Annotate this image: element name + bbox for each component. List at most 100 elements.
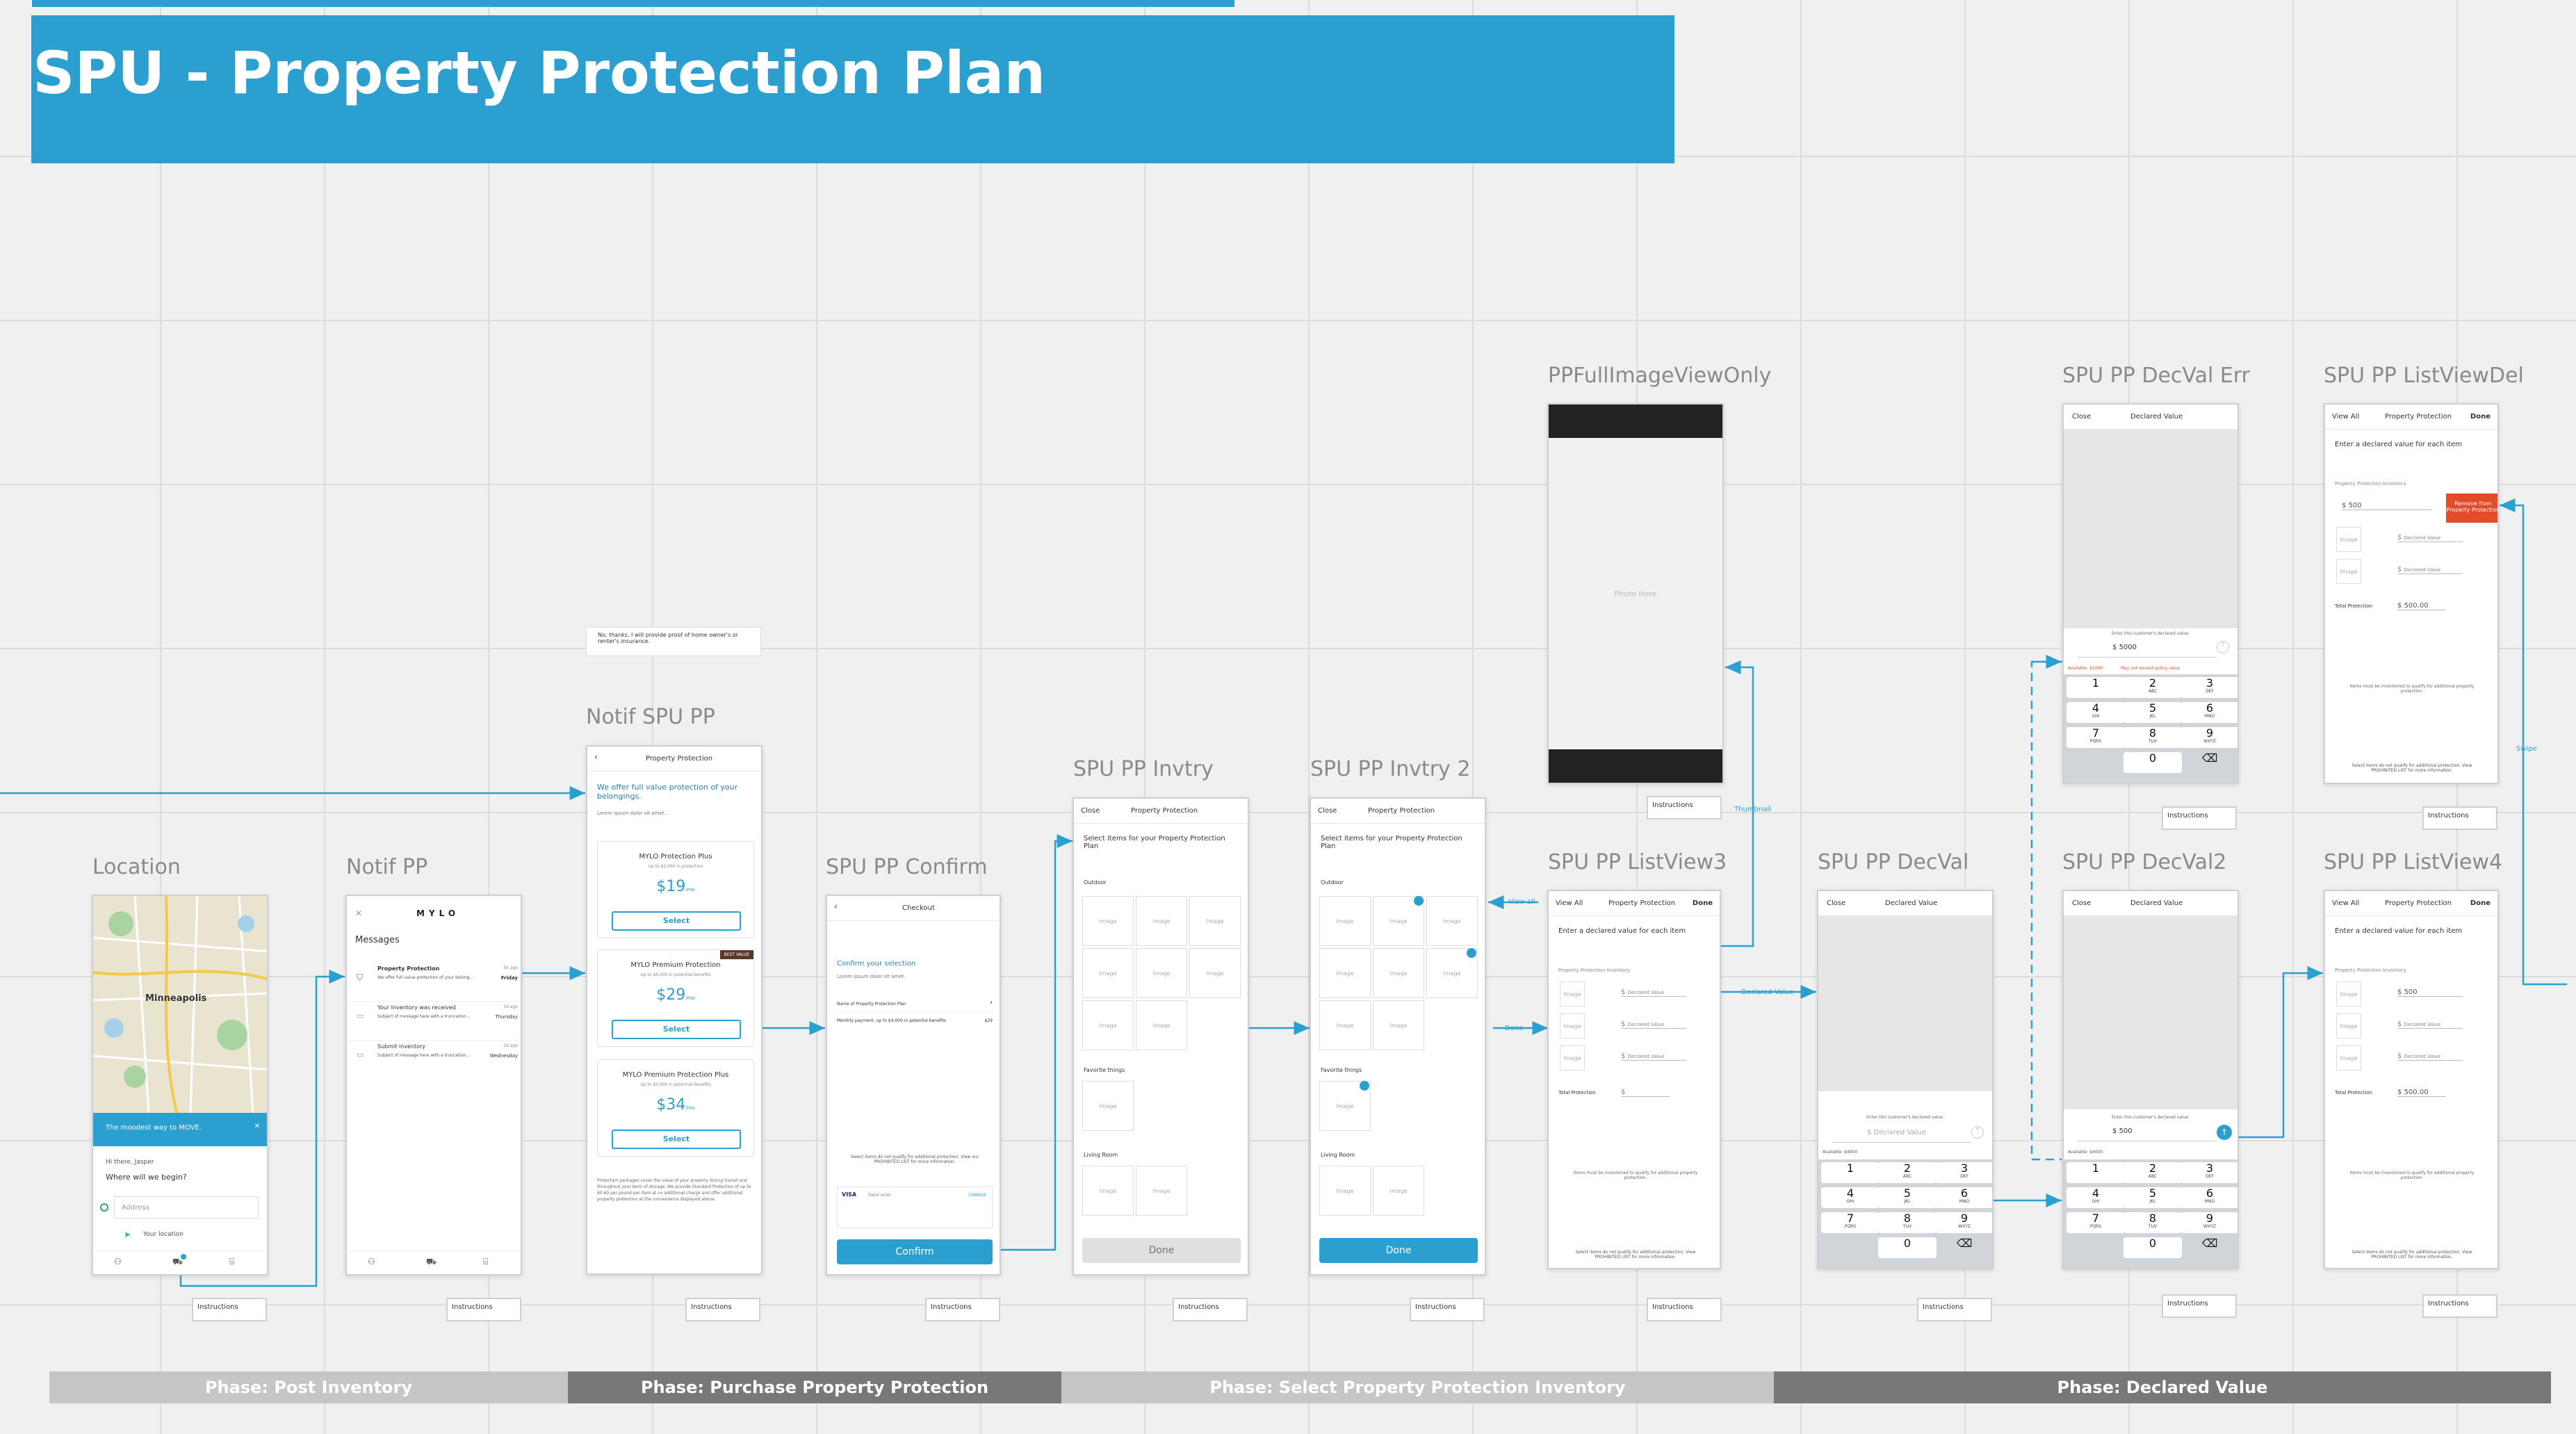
image-tile[interactable]: Image (1426, 896, 1478, 946)
payment-card[interactable]: VISA Debit ends CHANGE (837, 1187, 993, 1228)
submit-arrow-icon[interactable]: ↑ (2217, 1125, 2232, 1140)
your-location[interactable]: Your location (143, 1231, 184, 1238)
truck-icon[interactable]: ⛟ (426, 1257, 437, 1266)
person-icon[interactable]: ⚇ (368, 1257, 375, 1266)
declared-value-field[interactable]: $ Declared Value (1621, 1052, 1686, 1061)
back-icon[interactable]: ‹ (834, 902, 838, 911)
declared-value-field[interactable]: $ Declared Value (2397, 1020, 2463, 1029)
close-icon[interactable]: ✕ (355, 909, 363, 918)
image-thumb[interactable]: Image (1560, 1045, 1585, 1070)
image-tile[interactable]: Image (1319, 896, 1371, 946)
image-tile[interactable]: Image (1319, 948, 1371, 998)
image-tile[interactable]: Image (1136, 948, 1187, 998)
plan-row[interactable]: Name of Property Protection Plan › (837, 999, 993, 1013)
select-button[interactable]: Select (612, 1020, 741, 1039)
image-tile[interactable]: Image (1136, 1000, 1187, 1050)
keypad-key[interactable]: 1 (2066, 677, 2125, 698)
backspace-icon[interactable]: ⌫ (2201, 751, 2218, 765)
submit-arrow-icon[interactable]: ↑ (1971, 1126, 1984, 1139)
change-link[interactable]: CHANGE (968, 1193, 986, 1198)
keypad-key[interactable]: 1 (2066, 1162, 2125, 1183)
confirm-button[interactable]: Confirm (837, 1239, 993, 1264)
select-button[interactable]: Select (612, 1130, 741, 1149)
image-tile[interactable]: Image (1319, 1166, 1371, 1216)
image-tile[interactable]: Image (1136, 896, 1187, 946)
truck-icon[interactable]: ⛟ (172, 1257, 184, 1266)
declared-value-field[interactable]: $ Declared Value (2397, 566, 2463, 574)
image-thumb[interactable]: Image (2336, 1045, 2361, 1070)
done-link[interactable]: Done (1692, 899, 1713, 907)
keypad-key[interactable]: 0 (2123, 1237, 2182, 1258)
done-link[interactable]: Done (2470, 413, 2491, 421)
image-tile[interactable]: Image (1373, 948, 1424, 998)
address-input[interactable]: Address (114, 1196, 259, 1219)
close-link[interactable]: Close (1827, 899, 1846, 907)
keypad-key[interactable]: 1 (1821, 1162, 1880, 1183)
declared-value-field[interactable]: $ Declared Value (2397, 534, 2463, 542)
image-tile[interactable]: Image (1373, 1000, 1424, 1050)
declared-value-input[interactable]: $ 500 (2078, 1123, 2217, 1141)
image-tile[interactable]: Image (1082, 896, 1134, 946)
backspace-icon[interactable]: ⌫ (2201, 1237, 2218, 1250)
list-item[interactable]: ▭ Your Inventory was received Subject of… (347, 1002, 521, 1041)
image-tile[interactable]: Image (1136, 1166, 1187, 1216)
declared-value-field[interactable]: $ Declared Value (1621, 988, 1686, 997)
image-tile[interactable]: Image (1082, 1081, 1134, 1131)
keypad-key[interactable]: 0 (2123, 752, 2182, 773)
declared-value-input[interactable]: $ Declared Value (1832, 1125, 1971, 1143)
declared-value-input[interactable]: $ 5000 (2078, 639, 2217, 658)
image-tile[interactable]: Image (1189, 896, 1241, 946)
close-link[interactable]: Close (1081, 807, 1100, 815)
done-button[interactable]: Done (1319, 1238, 1478, 1263)
image-tile[interactable]: Image (1319, 1000, 1371, 1050)
image-thumb[interactable]: Image (1560, 1013, 1585, 1038)
image-thumb[interactable]: Image (2336, 981, 2361, 1007)
person-icon[interactable]: ⚇ (114, 1257, 122, 1266)
map[interactable]: Minneapolis (93, 896, 267, 1114)
close-icon[interactable]: ✕ (254, 1123, 260, 1130)
select-button[interactable]: Select (612, 911, 741, 931)
declared-value-field[interactable]: $ 500 (2342, 502, 2432, 510)
image-tile[interactable]: Image (1373, 1166, 1424, 1216)
image-tile[interactable]: Image (1082, 1000, 1134, 1050)
image-tile[interactable]: Image (1189, 948, 1241, 998)
ticket-icon[interactable]: ⌸ (483, 1257, 489, 1266)
ticket-icon[interactable]: ⌸ (229, 1257, 235, 1266)
close-link[interactable]: Close (2072, 413, 2092, 421)
list-item[interactable]: ⛉ Property Protection We offer full valu… (347, 963, 521, 1002)
image-thumb[interactable]: Image (2336, 559, 2361, 584)
close-link[interactable]: Close (2072, 899, 2092, 907)
backspace-icon[interactable]: ⌫ (1956, 1237, 1973, 1250)
remove-button[interactable]: Remove from Property Protection (2446, 494, 2497, 523)
keypad-key[interactable]: 0 (1878, 1237, 1937, 1258)
list-item[interactable]: ▭ Submit inventory Subject of message he… (347, 1041, 521, 1079)
submit-arrow-icon[interactable]: ↑ (2217, 641, 2229, 653)
done-link[interactable]: Done (2470, 899, 2491, 907)
done-button[interactable]: Done (1082, 1238, 1241, 1263)
declared-value-field[interactable]: $ 500 (2397, 988, 2463, 997)
image-tile[interactable]: Image (1082, 1166, 1134, 1216)
back-icon[interactable]: ‹ (594, 752, 598, 762)
